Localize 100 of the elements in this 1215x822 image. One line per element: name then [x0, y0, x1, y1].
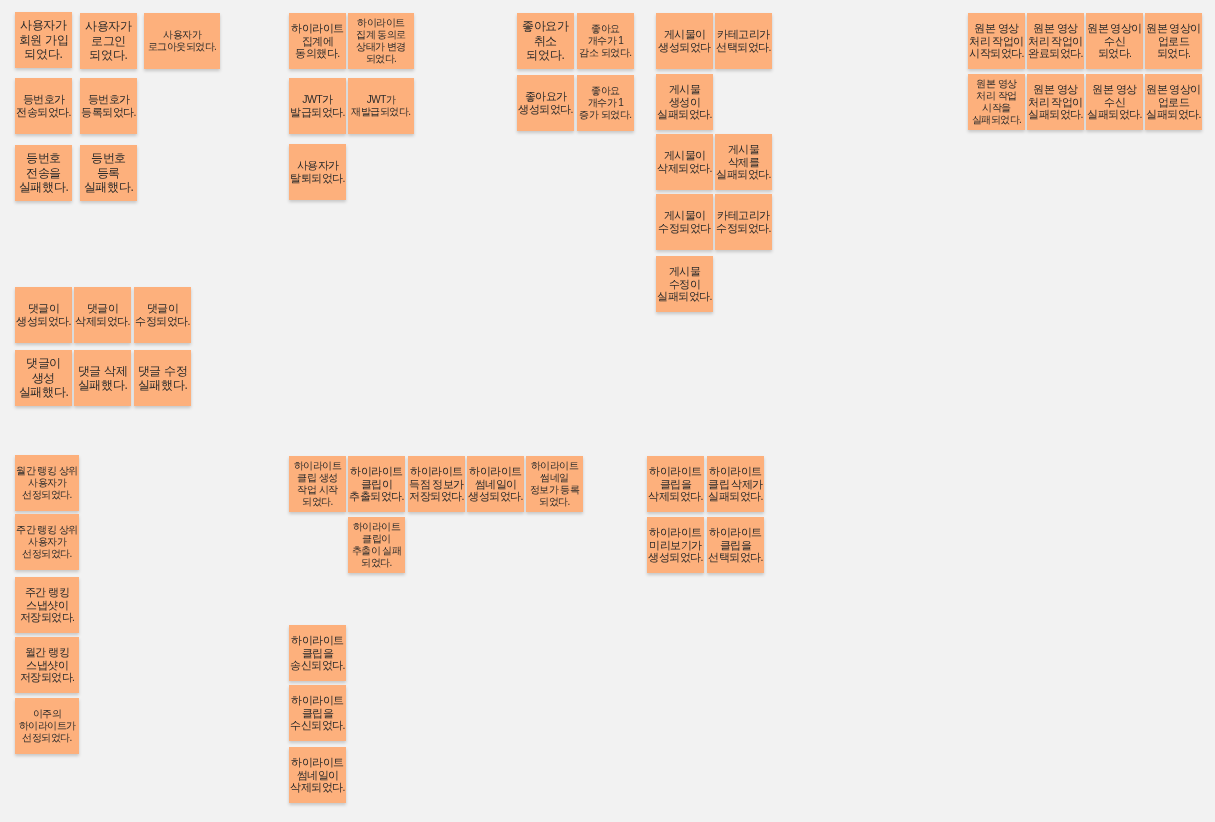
sticky-note — [80, 13, 137, 69]
note-text: 하이라이트 클립을 삭제되었다. — [647, 465, 704, 503]
note-text: 게시물 수정이 실패되었다. — [656, 265, 713, 303]
note-text: 댓글이 생성되었다. — [15, 302, 72, 328]
note-text: 댓글이 수정되었다. — [134, 302, 191, 328]
sticky-note — [656, 74, 713, 130]
sticky-note — [656, 194, 713, 250]
sticky-note — [656, 256, 713, 312]
note-text: 게시물이 수정되었다 — [657, 209, 712, 235]
sticky-note — [715, 13, 772, 69]
note-text: 하이라이트 썸네일 정보가 등록 되었다. — [528, 460, 581, 508]
sticky-note — [80, 145, 137, 201]
sticky-note — [715, 194, 772, 250]
note-text: 등번호가 전송되었다. — [15, 93, 72, 119]
sticky-note — [15, 12, 72, 68]
note-text: 원본 영상 수신 실패되었다. — [1086, 83, 1143, 121]
sticky-note — [517, 13, 574, 69]
sticky-note — [968, 13, 1025, 69]
note-text: 하이라이트 클립을 수신되었다. — [289, 694, 346, 732]
sticky-note — [656, 13, 713, 69]
sticky-note — [289, 685, 346, 741]
sticky-note — [1145, 13, 1202, 69]
note-text: 댓글이 생성 실패했다. — [17, 356, 70, 400]
note-text: 댓글 삭제 실패했다. — [76, 363, 129, 393]
sticky-note — [15, 145, 72, 201]
note-text: 하이라이트 클립을 송신되었다. — [289, 634, 346, 672]
note-text: 게시물 생성이 실패되었다. — [656, 83, 713, 121]
note-text: 원본 영상이 업로드 실패되었다. — [1145, 83, 1202, 121]
sticky-note — [15, 78, 72, 134]
note-text: 사용자가 로그아웃되었다. — [146, 29, 218, 53]
sticky-note — [289, 747, 346, 803]
note-text: 이주의 하이라이트가 선정되었다. — [17, 708, 77, 744]
note-text: 사용자가 로그인 되었다. — [84, 19, 133, 63]
sticky-note — [408, 456, 465, 512]
note-text: 하이라이트 썸네일이 삭제되었다. — [289, 756, 346, 794]
note-text: 댓글이 삭제되었다. — [74, 302, 131, 328]
note-text: 원본 영상 처리 작업 시작을 실패되었다. — [970, 78, 1023, 126]
sticky-note — [74, 287, 131, 343]
note-text: 하이라이트 미리보기가 생성되었다. — [647, 526, 704, 564]
sticky-note — [134, 287, 191, 343]
note-text: JWT가 발급되었다. — [289, 93, 346, 119]
sticky-note — [1086, 74, 1143, 130]
sticky-note — [15, 698, 79, 754]
sticky-note — [707, 456, 764, 512]
sticky-note — [647, 456, 704, 512]
sticky-note — [1145, 74, 1202, 130]
note-text: 하이라이트 썸네일이 생성되었다. — [467, 465, 524, 503]
note-text: 월간 랭킹 상위 사용자가 선정되었다. — [15, 465, 79, 501]
note-text: 등번호 등록 실패했다. — [82, 151, 135, 195]
note-text: 좋아요가 취소 되었다. — [521, 19, 570, 63]
sticky-note — [1027, 13, 1084, 69]
sticky-note — [517, 75, 574, 131]
note-text: 좋아요 개수가 1 감소 되었다. — [578, 23, 633, 59]
note-text: 하이라이트 클립이 추출되었다. — [348, 465, 405, 503]
sticky-note — [348, 456, 405, 512]
note-text: 하이라이트 클립 삭제가 실패되었다. — [707, 465, 764, 503]
sticky-note — [134, 350, 191, 406]
note-text: 원본 영상이 업로드 되었다. — [1145, 22, 1202, 60]
note-text: JWT가 재발급되었다. — [350, 94, 412, 118]
note-text: 하이라이트 클립이 추출이 실패 되었다. — [350, 521, 403, 569]
sticky-note — [715, 134, 772, 190]
sticky-note — [15, 350, 72, 406]
note-text: 원본 영상 처리 작업이 완료되었다. — [1027, 22, 1084, 60]
sticky-note — [707, 517, 764, 573]
sticky-note — [656, 134, 713, 190]
note-text: 하이라이트 집계 동의로 상태가 변경 되었다. — [355, 17, 407, 65]
note-text: 원본 영상 처리 작업이 실패되었다. — [1027, 83, 1084, 121]
note-text: 게시물이 삭제되었다. — [656, 149, 713, 175]
note-text: 원본 영상이 수신 되었다. — [1086, 22, 1143, 60]
note-text: 하이라이트 클립 생성 작업 시작 되었다. — [292, 460, 343, 508]
note-text: 등번호 전송을 실패했다. — [17, 151, 70, 195]
note-text: 게시물이 생성되었다 — [657, 28, 712, 54]
sticky-note — [144, 13, 220, 69]
note-text: 하이라이트 득점 정보가 저장되었다. — [408, 465, 465, 503]
sticky-note — [467, 456, 524, 512]
sticky-note — [577, 75, 634, 131]
sticky-note — [1086, 13, 1143, 69]
sticky-note — [289, 13, 346, 69]
sticky-note — [15, 577, 79, 633]
sticky-note — [289, 144, 346, 200]
note-text: 하이라이트 집계에 동의했다. — [290, 22, 345, 60]
note-text: 좋아요가 생성되었다. — [517, 90, 574, 116]
note-text: 원본 영상 처리 작업이 시작되었다. — [968, 22, 1025, 60]
sticky-note — [80, 78, 137, 134]
sticky-note — [15, 514, 79, 570]
note-text: 댓글 수정 실패했다. — [136, 363, 189, 393]
note-text: 카테고리가 수정되었다. — [715, 209, 772, 235]
sticky-note — [289, 625, 346, 681]
sticky-note — [1027, 74, 1084, 130]
note-text: 카테고리가 선택되었다. — [715, 28, 772, 54]
sticky-note — [577, 13, 634, 69]
note-text: 사용자가 회원 가입 되었다. — [17, 18, 70, 62]
sticky-note — [15, 287, 72, 343]
sticky-note — [15, 637, 79, 693]
note-text: 주간 랭킹 스냅샷이 저장되었다. — [18, 586, 76, 624]
sticky-note — [289, 78, 346, 134]
sticky-note — [74, 350, 131, 406]
sticky-note — [15, 455, 79, 511]
note-text: 월간 랭킹 스냅샷이 저장되었다. — [18, 646, 76, 684]
note-text: 등번호가 등록되었다. — [80, 93, 137, 119]
